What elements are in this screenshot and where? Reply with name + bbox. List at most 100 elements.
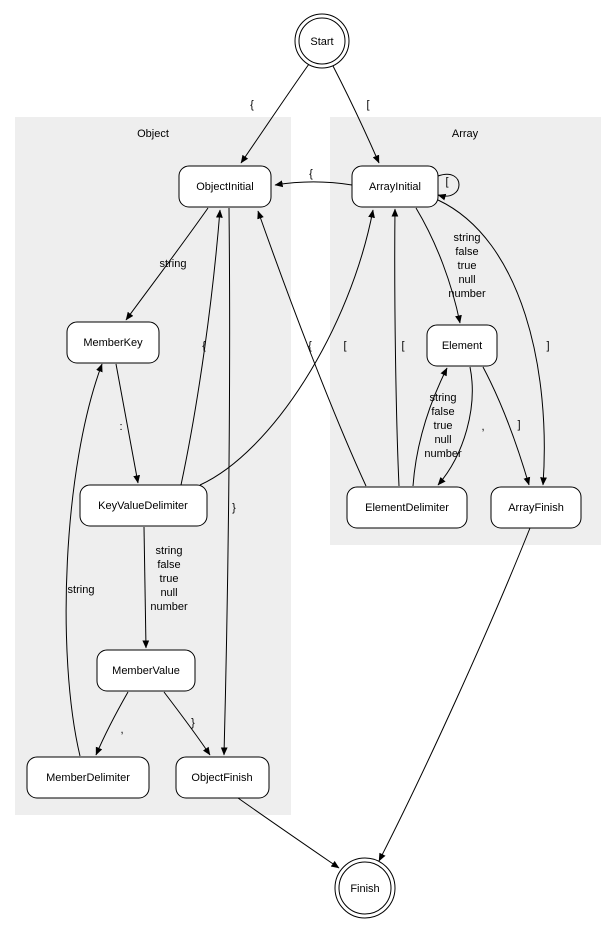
edge-path	[65, 363, 103, 757]
edge-label: }	[232, 502, 236, 514]
edge-objectinitial-to-memberkey: string	[125, 207, 209, 321]
edge-path	[391, 208, 400, 487]
arrayfinish-box	[490, 486, 582, 529]
edge-arrayfinish-to-finish	[378, 527, 531, 862]
node-memberdelimiter: MemberDelimiter	[26, 756, 150, 799]
objectinitial-label: ObjectInitial	[196, 181, 253, 193]
start-outer-circle	[294, 13, 350, 69]
node-elementdelimiter: ElementDelimiter	[346, 486, 468, 529]
keyvaluedelimiter-box	[79, 484, 208, 527]
edge-path	[415, 207, 462, 324]
node-objectfinish: ObjectFinish	[175, 756, 270, 799]
arrayinitial-label: ArrayInitial	[369, 181, 421, 193]
object-cluster: Object	[15, 117, 291, 815]
edge-label-line: false	[157, 559, 180, 571]
edge-label: {	[308, 340, 312, 352]
arrayinitial-box	[351, 165, 439, 208]
edge-label: ]	[546, 340, 549, 352]
edge-path	[240, 63, 310, 164]
edge-membervalue-to-memberdelimiter: ,	[95, 691, 129, 756]
membervalue-label: MemberValue	[112, 665, 180, 677]
edge-membervalue-to-objectfinish: }	[163, 691, 211, 756]
edge-path	[199, 209, 375, 486]
node-objectinitial: ObjectInitial	[178, 165, 272, 208]
edge-arrayinitial-to-element: string false true null number	[415, 207, 486, 324]
memberkey-label: MemberKey	[83, 337, 143, 349]
edge-path	[142, 526, 150, 649]
edge-label-line: true	[434, 420, 453, 432]
edge-path	[257, 210, 367, 487]
edge-label: :	[119, 421, 122, 433]
edge-keyvaluedelimiter-to-arrayinitial: [	[199, 209, 375, 486]
edge-path	[115, 363, 141, 484]
edge-label-line: string	[454, 232, 481, 244]
edge-path	[437, 199, 547, 486]
edge-label-line: true	[160, 573, 179, 585]
edge-element-to-elementdelimiter: ,	[437, 366, 485, 486]
edge-objectfinish-to-finish	[237, 797, 340, 869]
edge-keyvaluedelimiter-to-objectinitial: {	[180, 209, 223, 486]
node-finish: Finish	[334, 857, 396, 919]
edge-keyvaluedelimiter-to-membervalue: string false true null number	[142, 526, 188, 649]
elementdelimiter-label: ElementDelimiter	[365, 502, 449, 514]
finish-inner-circle	[338, 861, 392, 915]
memberdelimiter-label: MemberDelimiter	[46, 772, 130, 784]
objectinitial-box	[178, 165, 272, 208]
edge-label-line: true	[458, 260, 477, 272]
node-start: Start	[294, 13, 350, 69]
edge-path	[95, 691, 129, 756]
edge-label: [	[366, 99, 369, 111]
edge-path	[274, 180, 353, 188]
edge-label: {	[309, 168, 313, 180]
edge-label-line: false	[455, 246, 478, 258]
edge-label: string	[68, 584, 95, 596]
edge-label-line: number	[448, 288, 486, 300]
memberdelimiter-box	[26, 756, 150, 799]
edge-path	[412, 367, 448, 487]
edge-label: }	[191, 717, 195, 729]
object-cluster-label: Object	[137, 128, 169, 140]
element-label: Element	[442, 340, 482, 352]
edge-label-line: number	[424, 448, 462, 460]
edge-label-line: null	[458, 274, 475, 286]
edge-label: ,	[120, 724, 123, 736]
node-element: Element	[426, 324, 498, 367]
finish-outer-circle	[334, 857, 396, 919]
edge-path	[220, 207, 231, 756]
edge-path	[482, 366, 531, 486]
edge-elementdelimiter-to-objectinitial: {	[257, 210, 367, 487]
memberkey-box	[66, 321, 160, 364]
element-box	[426, 324, 498, 367]
edge-path	[180, 209, 223, 486]
edge-element-to-arrayfinish: ]	[482, 366, 531, 486]
objectfinish-box	[175, 756, 270, 799]
edge-objectinitial-to-objectfinish: }	[220, 207, 236, 756]
edge-label-line: null	[434, 434, 451, 446]
start-inner-circle	[298, 17, 346, 65]
edge-start-to-arrayinitial: [	[332, 65, 380, 164]
edge-label: {	[202, 340, 206, 352]
edge-arrayinitial-to-arrayfinish: ]	[437, 199, 550, 486]
edge-label-line: null	[160, 587, 177, 599]
membervalue-box	[96, 649, 196, 692]
edge-path	[332, 65, 380, 164]
edge-label: {	[250, 99, 254, 111]
edge-label-line: false	[431, 406, 454, 418]
arrayfinish-label: ArrayFinish	[508, 502, 564, 514]
node-keyvaluedelimiter: KeyValueDelimiter	[79, 484, 208, 527]
elementdelimiter-box	[346, 486, 468, 529]
finish-label: Finish	[350, 883, 379, 895]
objectfinish-label: ObjectFinish	[191, 772, 252, 784]
edge-path	[437, 173, 460, 201]
edge-label-line: number	[150, 601, 188, 613]
edge-path	[237, 797, 340, 869]
edge-path	[125, 207, 209, 321]
node-memberkey: MemberKey	[66, 321, 160, 364]
edge-path	[437, 366, 473, 486]
edge-label: ,	[481, 421, 484, 433]
edge-memberdelimiter-to-memberkey: string	[65, 363, 103, 757]
object-cluster-bg	[15, 117, 291, 815]
edge-path	[378, 527, 531, 862]
